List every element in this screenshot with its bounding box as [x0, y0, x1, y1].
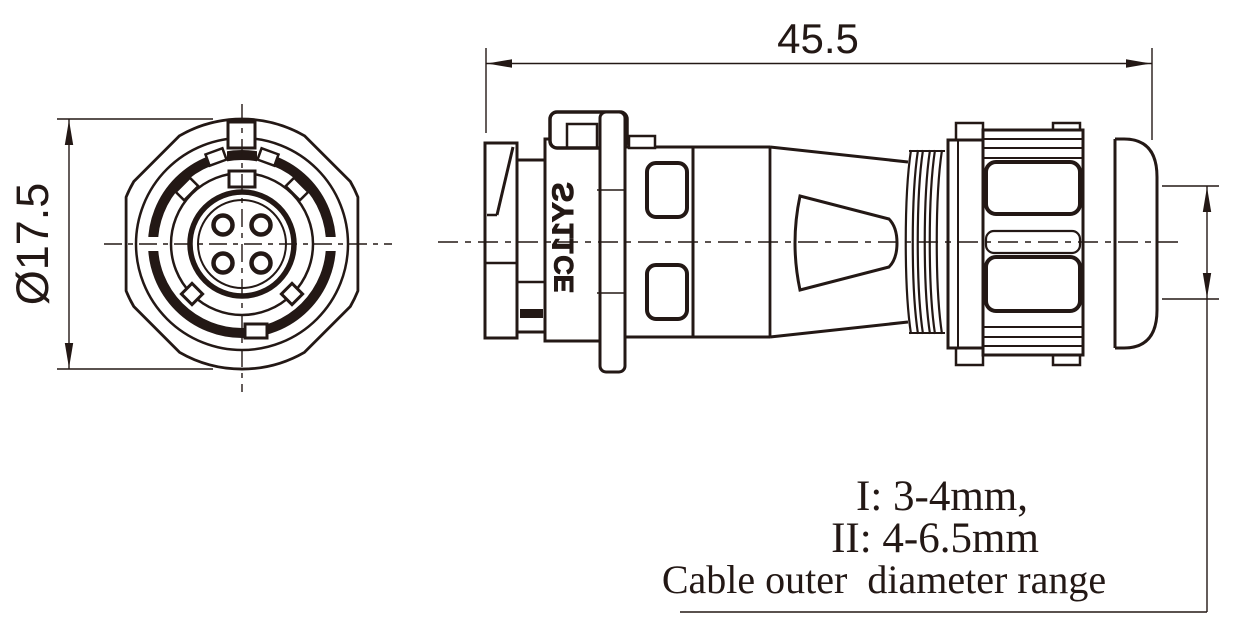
taper-edge [769, 145, 909, 164]
thread-ridge [911, 149, 920, 335]
taper-edge [769, 320, 909, 339]
flange-top-tab-inner [565, 122, 599, 147]
bayonet-lug [645, 161, 689, 219]
nut-window [984, 255, 1082, 313]
nut-tab [954, 121, 985, 142]
arrowhead-icon [64, 343, 74, 368]
neck-step [515, 280, 546, 320]
pin-hole [211, 213, 235, 237]
arrowhead-icon [1202, 187, 1212, 212]
gland-nut [946, 121, 1117, 367]
diameter-dimension-label: Ø17.5 [7, 183, 58, 306]
note-line-3: Cable outer diameter range [662, 557, 1106, 602]
arrowhead-icon [1202, 273, 1212, 298]
bayonet-lug [645, 263, 689, 321]
pin-hole [249, 213, 273, 237]
arrowhead-icon [1126, 59, 1151, 68]
side-view-drawing: SY11 CE [438, 110, 1185, 374]
flange-block [543, 137, 602, 343]
latch-edge [495, 146, 515, 216]
pin-hole [249, 251, 273, 275]
diamond-notch [279, 281, 305, 307]
body-marking-model: SY11 [547, 182, 580, 254]
cable-range-note: I: 3-4mm, II: 4-6.5mm Cable outer diamet… [662, 473, 1106, 602]
pin-holes [211, 213, 273, 275]
diamond-notch [179, 281, 205, 307]
nut-tab [954, 346, 985, 367]
front-bushing [483, 141, 519, 340]
front-view-drawing [104, 104, 392, 392]
note-line-2: II: 4-6.5mm [831, 515, 1039, 562]
coupling-top-tab [627, 134, 657, 150]
dome-cap [1115, 137, 1159, 350]
nut-window [984, 160, 1082, 216]
pin-hole [211, 251, 235, 275]
bayonet-notch [203, 146, 229, 168]
note-line-1: I: 3-4mm, [856, 473, 1028, 520]
length-dimension-label: 45.5 [777, 15, 859, 62]
nut-collar [946, 138, 985, 350]
thread-ridge [916, 149, 925, 335]
diameter-dimension: Ø17.5 [7, 118, 213, 370]
length-dimension: 45.5 [485, 15, 1153, 140]
ce-mark: CE [549, 255, 579, 293]
arrowhead-icon [64, 120, 74, 145]
cable-entry-dimension [680, 185, 1219, 613]
bayonet-notch [255, 146, 281, 168]
inner-cone [793, 194, 899, 292]
arrowhead-icon [487, 59, 512, 68]
bottom-tab [243, 322, 269, 340]
neck-step-bar [520, 309, 543, 318]
